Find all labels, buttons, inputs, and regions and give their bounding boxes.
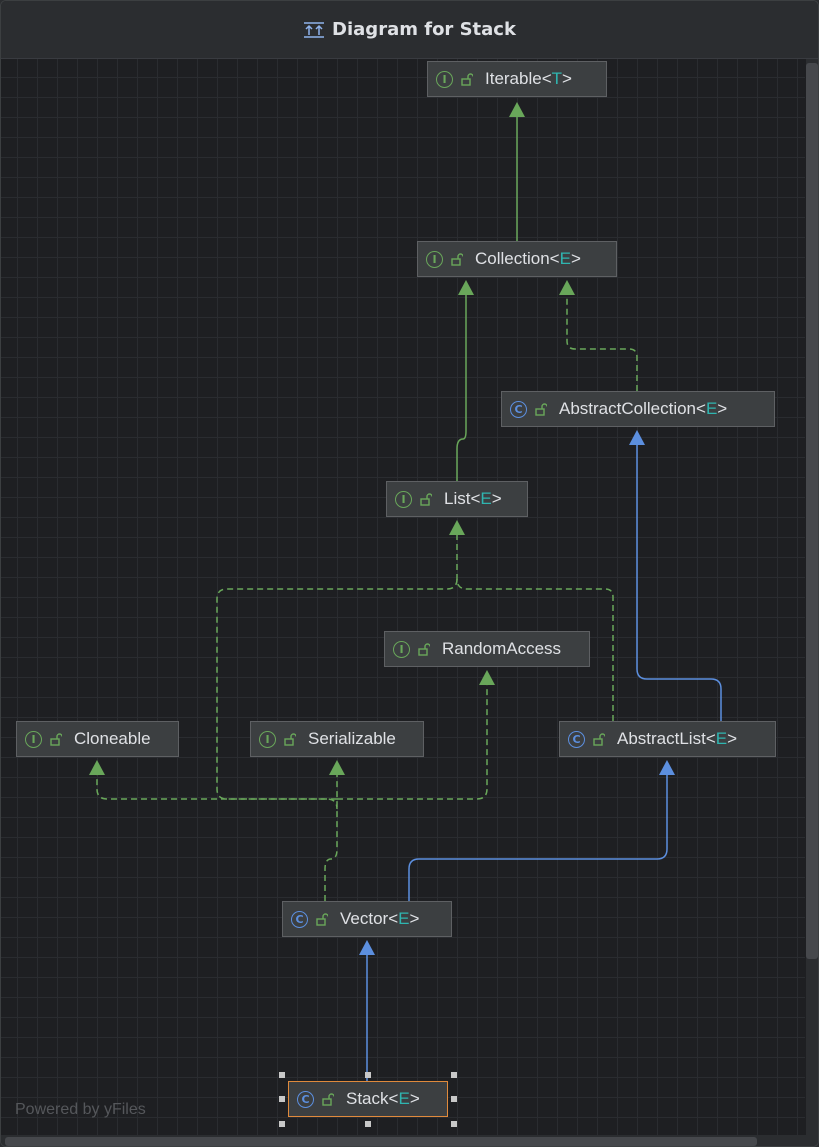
selection-handle[interactable] <box>279 1072 285 1078</box>
vertical-scrollbar-thumb[interactable] <box>806 63 818 959</box>
public-lock-icon <box>451 252 463 266</box>
edge-vector-interfaces <box>89 670 495 901</box>
node-label: Serializable <box>308 729 396 748</box>
node-label: Vector <box>340 909 389 928</box>
node-cloneable[interactable]: I Cloneable <box>16 721 179 757</box>
node-iterable[interactable]: I Iterable<T> <box>427 61 607 97</box>
public-lock-icon <box>50 732 62 746</box>
node-label: Collection <box>475 249 550 268</box>
node-label: RandomAccess <box>442 639 562 658</box>
interface-icon: I <box>393 640 410 658</box>
interface-icon: I <box>426 250 443 268</box>
selection-handle[interactable] <box>279 1096 285 1102</box>
node-label: List <box>444 489 471 508</box>
public-lock-icon <box>593 732 605 746</box>
node-list[interactable]: I List<E> <box>386 481 528 517</box>
interface-icon: I <box>25 730 42 748</box>
inheritance-edges <box>89 102 722 1081</box>
node-label: AbstractCollection <box>559 399 697 418</box>
selection-handle[interactable] <box>365 1121 371 1127</box>
public-lock-icon <box>322 1092 334 1106</box>
selection-handle[interactable] <box>451 1096 457 1102</box>
generic-param: E <box>705 399 718 418</box>
edge-abstractlist-abstractcollection <box>629 430 722 721</box>
node-serializable[interactable]: I Serializable <box>250 721 424 757</box>
class-icon: C <box>297 1090 314 1108</box>
selection-handle[interactable] <box>365 1072 371 1078</box>
node-label: Cloneable <box>74 729 151 748</box>
class-diagram-icon <box>304 21 325 38</box>
node-abstractlist[interactable]: C AbstractList<E> <box>559 721 776 757</box>
public-lock-icon <box>420 492 432 506</box>
interface-icon: I <box>259 730 276 748</box>
interface-icon: I <box>436 70 453 88</box>
selection-handle[interactable] <box>451 1072 457 1078</box>
title-bar: Diagram for Stack <box>1 1 818 59</box>
selection-handle[interactable] <box>279 1121 285 1127</box>
interface-icon: I <box>395 490 412 508</box>
node-label: Iterable <box>485 69 542 88</box>
class-icon: C <box>291 910 308 928</box>
edge-abstractlist-list <box>449 520 614 721</box>
public-lock-icon <box>284 732 296 746</box>
horizontal-scrollbar-thumb[interactable] <box>5 1137 757 1146</box>
yfiles-watermark: Powered by yFiles <box>15 1101 146 1118</box>
abstract-class-icon: C <box>568 730 585 748</box>
edge-abstractcollection-collection <box>559 280 638 391</box>
abstract-class-icon: C <box>510 400 527 418</box>
selection-handle[interactable] <box>451 1121 457 1127</box>
generic-param: E <box>398 909 410 928</box>
public-lock-icon <box>535 402 547 416</box>
generic-param: E <box>715 729 728 748</box>
public-lock-icon <box>461 72 473 86</box>
node-stack[interactable]: C Stack<E> <box>288 1081 448 1117</box>
node-randomaccess[interactable]: I RandomAccess <box>384 631 590 667</box>
window-title: Diagram for Stack <box>332 19 516 40</box>
edge-collection-iterable <box>509 102 525 241</box>
node-vector[interactable]: C Vector<E> <box>282 901 452 937</box>
node-label: Stack <box>346 1089 389 1108</box>
public-lock-icon <box>418 642 430 656</box>
generic-param: T <box>551 69 563 88</box>
generic-param: E <box>559 249 571 268</box>
edge-vector-abstractlist <box>408 760 675 901</box>
node-abstractcollection[interactable]: C AbstractCollection<E> <box>501 391 775 427</box>
generic-param: E <box>480 489 492 508</box>
edge-stack-vector <box>359 940 375 1081</box>
diagram-canvas[interactable]: I Iterable<T> I Collection<E> C Abstract… <box>1 59 805 1135</box>
public-lock-icon <box>316 912 328 926</box>
node-collection[interactable]: I Collection<E> <box>417 241 617 277</box>
edge-list-collection <box>456 280 474 481</box>
node-label: AbstractList <box>617 729 706 748</box>
generic-param: E <box>398 1089 410 1108</box>
